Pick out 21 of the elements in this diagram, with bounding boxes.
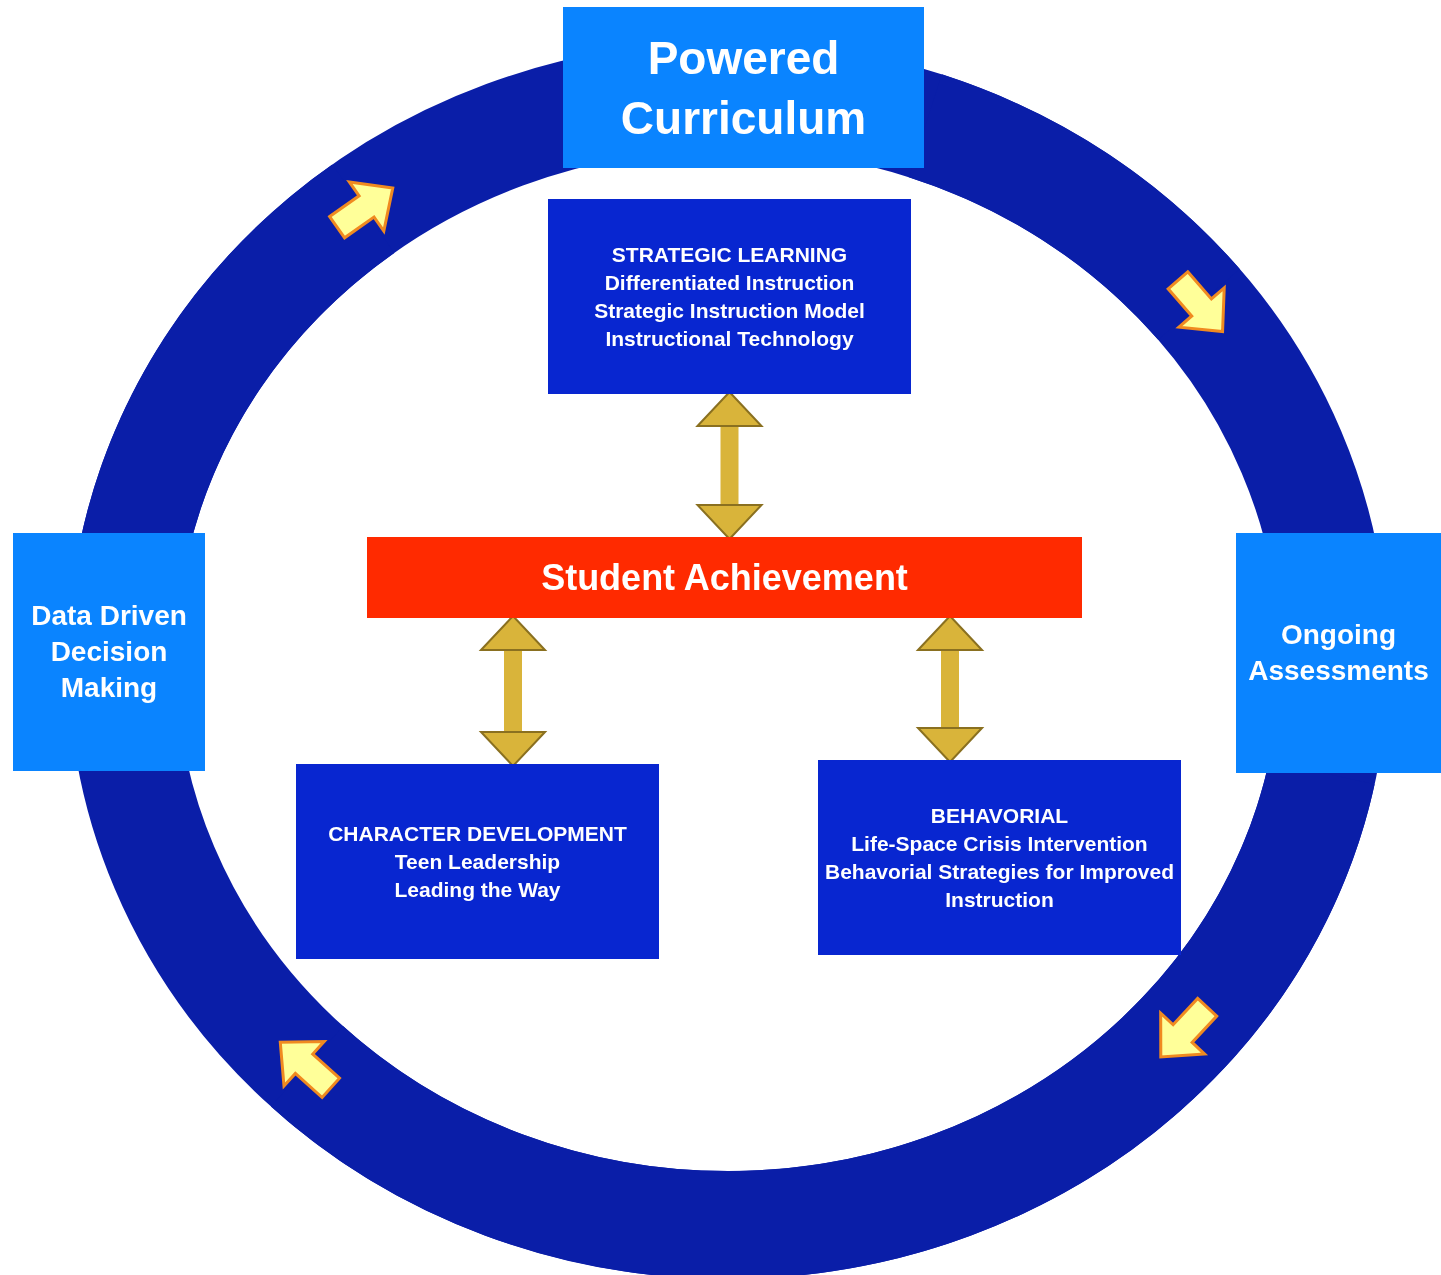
stage-box bbox=[1236, 533, 1441, 773]
goal-bar bbox=[367, 537, 1082, 618]
box-text: Life-Space Crisis Intervention bbox=[851, 830, 1148, 857]
box-text: Leading the Way bbox=[394, 876, 561, 903]
box-heading: STRATEGIC LEARNING bbox=[611, 241, 848, 268]
box-text: Powered Curriculum bbox=[619, 30, 868, 146]
box-text: Ongoing Assessments bbox=[1247, 618, 1430, 688]
box-heading: CHARACTER DEVELOPMENT bbox=[328, 820, 627, 847]
stage-box bbox=[563, 7, 924, 168]
box-text: Instructional Technology bbox=[605, 325, 854, 352]
box-text: Student Achievement bbox=[541, 555, 908, 600]
box-heading: BEHAVORIAL bbox=[930, 802, 1069, 829]
box-text: Behavorial Strategies for Improved Instruction bbox=[824, 858, 1175, 913]
box-text: Data Driven Decision Making bbox=[30, 599, 188, 705]
program-box bbox=[296, 764, 659, 959]
box-text: Teen Leadership bbox=[394, 848, 561, 875]
box-text: Differentiated Instruction bbox=[604, 269, 855, 296]
stage-box bbox=[13, 533, 205, 771]
box-text: Strategic Instruction Model bbox=[594, 297, 865, 324]
program-box bbox=[548, 199, 911, 394]
program-box bbox=[818, 760, 1181, 955]
